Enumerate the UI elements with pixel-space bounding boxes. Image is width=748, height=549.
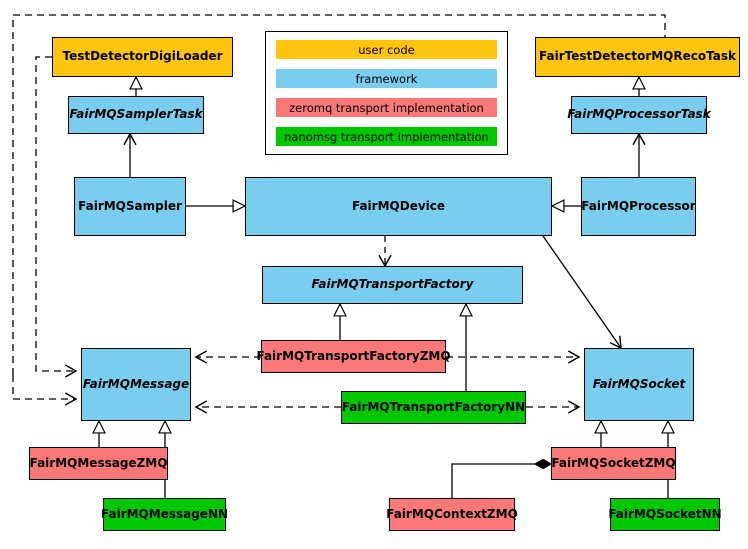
class-box-FairMQTransportFactory[interactable]: FairMQTransportFactory xyxy=(262,266,523,304)
class-box-FairMQTransportFactoryNN[interactable]: FairMQTransportFactoryNN xyxy=(341,391,526,424)
class-box-FairMQDevice[interactable]: FairMQDevice xyxy=(245,177,552,236)
class-box-TestDetectorDigiLoader[interactable]: TestDetectorDigiLoader xyxy=(52,37,233,77)
class-box-FairMQSamplerTask[interactable]: FairMQSamplerTask xyxy=(68,96,204,134)
edge-device-socket xyxy=(542,235,622,350)
legend-item-nanomsg: nanomsg transport implementation xyxy=(276,127,497,146)
class-box-FairMQMessageNN[interactable]: FairMQMessageNN xyxy=(101,498,228,531)
class-box-FairMQSocket[interactable]: FairMQSocket xyxy=(584,348,694,421)
class-box-FairMQTransportFactoryZMQ[interactable]: FairMQTransportFactoryZMQ xyxy=(256,340,451,373)
legend-item-user-code: user code xyxy=(276,40,497,59)
class-box-FairMQSocketZMQ[interactable]: FairMQSocketZMQ xyxy=(551,447,676,480)
edge-contextzmq-socketzmq xyxy=(451,458,553,498)
legend: user code framework zeromq transport imple… xyxy=(265,31,508,155)
class-box-FairMQSocketNN[interactable]: FairMQSocketNN xyxy=(608,498,722,531)
class-box-FairMQMessageZMQ[interactable]: FairMQMessageZMQ xyxy=(29,447,168,480)
class-box-FairMQProcessorTask[interactable]: FairMQProcessorTask xyxy=(567,96,711,134)
class-box-FairMQProcessor[interactable]: FairMQProcessor xyxy=(581,177,696,236)
legend-item-framework: framework xyxy=(276,69,497,88)
class-box-FairMQMessage[interactable]: FairMQMessage xyxy=(81,348,191,421)
legend-item-zeromq: zeromq transport implementation xyxy=(276,98,497,117)
edge-recotask-message xyxy=(12,375,78,406)
class-box-FairMQContextZMQ[interactable]: FairMQContextZMQ xyxy=(386,498,518,531)
class-box-FairTestDetectorMQRecoTask[interactable]: FairTestDetectorMQRecoTask xyxy=(535,37,740,77)
class-box-FairMQSampler[interactable]: FairMQSampler xyxy=(74,177,186,236)
